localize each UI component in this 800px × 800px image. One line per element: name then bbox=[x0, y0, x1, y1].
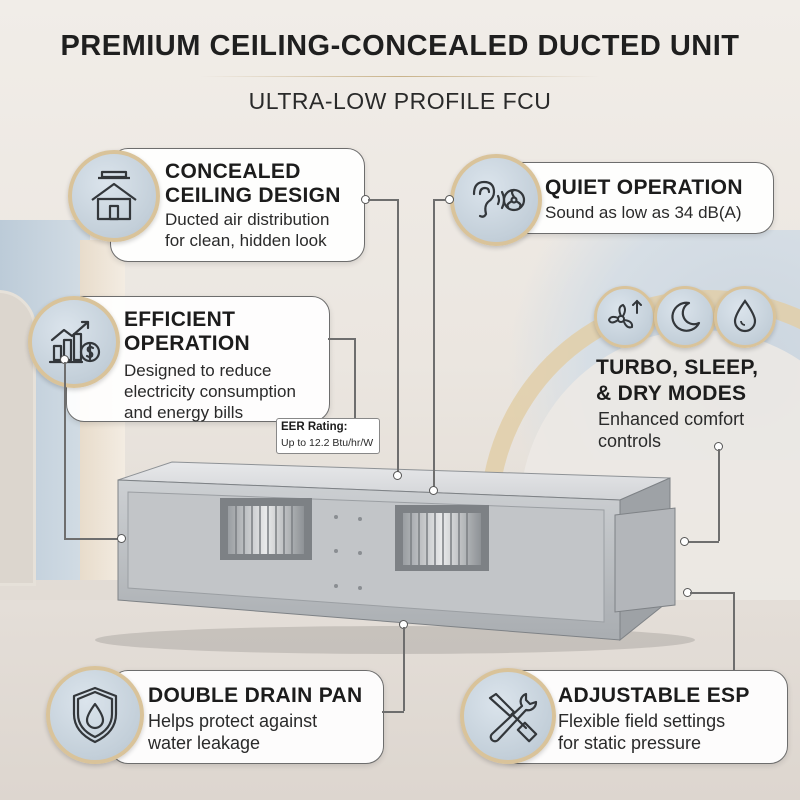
drain-leader-v bbox=[403, 627, 405, 711]
concealed-icon-badge bbox=[68, 150, 160, 242]
eer-value: Up to 12.2 Btu/hr/W bbox=[281, 437, 374, 449]
concealed-desc-line2: for clean, hidden look bbox=[165, 231, 327, 250]
concealed-target-dot bbox=[393, 471, 402, 480]
screwdriver-wrench-icon bbox=[488, 692, 538, 743]
efficient-title-line1: EFFICIENT bbox=[124, 308, 236, 331]
esp-desc-line2: for static pressure bbox=[558, 733, 702, 753]
quiet-icon-badge bbox=[450, 154, 542, 246]
esp-leader-v bbox=[733, 592, 735, 670]
concealed-title-line1: CONCEALED bbox=[165, 160, 301, 183]
house-ceiling-icon bbox=[91, 170, 137, 221]
quiet-target-dot bbox=[429, 486, 438, 495]
efficient-target-dot bbox=[117, 534, 126, 543]
efficient-icon-badge bbox=[28, 296, 120, 388]
turbo-fan-icon bbox=[607, 299, 642, 329]
quiet-title: QUIET OPERATION bbox=[545, 176, 743, 199]
esp-title: ADJUSTABLE ESP bbox=[558, 684, 750, 707]
quiet-desc: Sound as low as 34 dB(A) bbox=[545, 203, 742, 222]
esp-desc-line1: Flexible field settings bbox=[558, 711, 726, 731]
efficient-eer-leader-h bbox=[328, 338, 354, 340]
esp-leader-h bbox=[690, 592, 734, 594]
header-divider bbox=[200, 76, 600, 77]
drain-leader-h bbox=[382, 711, 404, 713]
efficient-desc-line1: Designed to reduce bbox=[124, 361, 272, 380]
quiet-leader-dot bbox=[445, 195, 454, 204]
moon-icon bbox=[671, 301, 701, 332]
page-subtitle: ULTRA-LOW PROFILE FCU bbox=[248, 88, 552, 114]
quiet-leader-v bbox=[433, 199, 435, 489]
concealed-title-line2: CEILING DESIGN bbox=[165, 184, 341, 207]
growth-chart-dollar-icon bbox=[48, 320, 101, 364]
droplet-icon bbox=[733, 299, 757, 333]
efficient-eer-leader-v bbox=[354, 338, 356, 418]
modes-leader-v bbox=[718, 449, 720, 541]
sleep-icon-badge bbox=[654, 286, 716, 348]
shield-droplet-icon bbox=[72, 686, 118, 744]
efficient-leader-h bbox=[64, 538, 120, 540]
modes-target-dot bbox=[680, 537, 689, 546]
page-title: PREMIUM CEILING-CONCEALED DUCTED UNIT bbox=[60, 30, 740, 62]
drain-title: DOUBLE DRAIN PAN bbox=[148, 684, 363, 707]
esp-icon-badge bbox=[460, 668, 556, 764]
quiet-leader-h bbox=[434, 199, 446, 201]
modes-title-line1: TURBO, SLEEP, bbox=[596, 356, 759, 379]
modes-title-line2: & DRY MODES bbox=[596, 382, 747, 405]
concealed-leader-v bbox=[397, 199, 399, 474]
modes-leader-h bbox=[686, 541, 719, 543]
modes-desc-line1: Enhanced comfort bbox=[598, 409, 745, 429]
efficient-desc-line2: electricity consumption bbox=[124, 382, 296, 401]
callout-concealed-ceiling bbox=[110, 148, 365, 262]
turbo-icon-badge bbox=[594, 286, 656, 348]
drain-icon-badge bbox=[46, 666, 144, 764]
efficient-desc-line3: and energy bills bbox=[124, 403, 244, 422]
callout-quiet-operation bbox=[490, 162, 774, 234]
eer-label: EER Rating: bbox=[281, 421, 348, 433]
efficient-title-line2: OPERATION bbox=[124, 332, 250, 355]
dry-icon-badge bbox=[714, 286, 776, 348]
concealed-leader-h bbox=[368, 199, 397, 201]
modes-desc-line2: controls bbox=[598, 431, 662, 451]
eer-rating-box bbox=[276, 418, 380, 454]
drain-desc-line1: Helps protect against bbox=[148, 711, 318, 731]
drain-desc-line2: water leakage bbox=[148, 733, 261, 753]
efficient-leader-v bbox=[64, 362, 66, 538]
concealed-desc-line1: Ducted air distribution bbox=[165, 210, 330, 229]
ear-fan-icon bbox=[472, 180, 526, 218]
